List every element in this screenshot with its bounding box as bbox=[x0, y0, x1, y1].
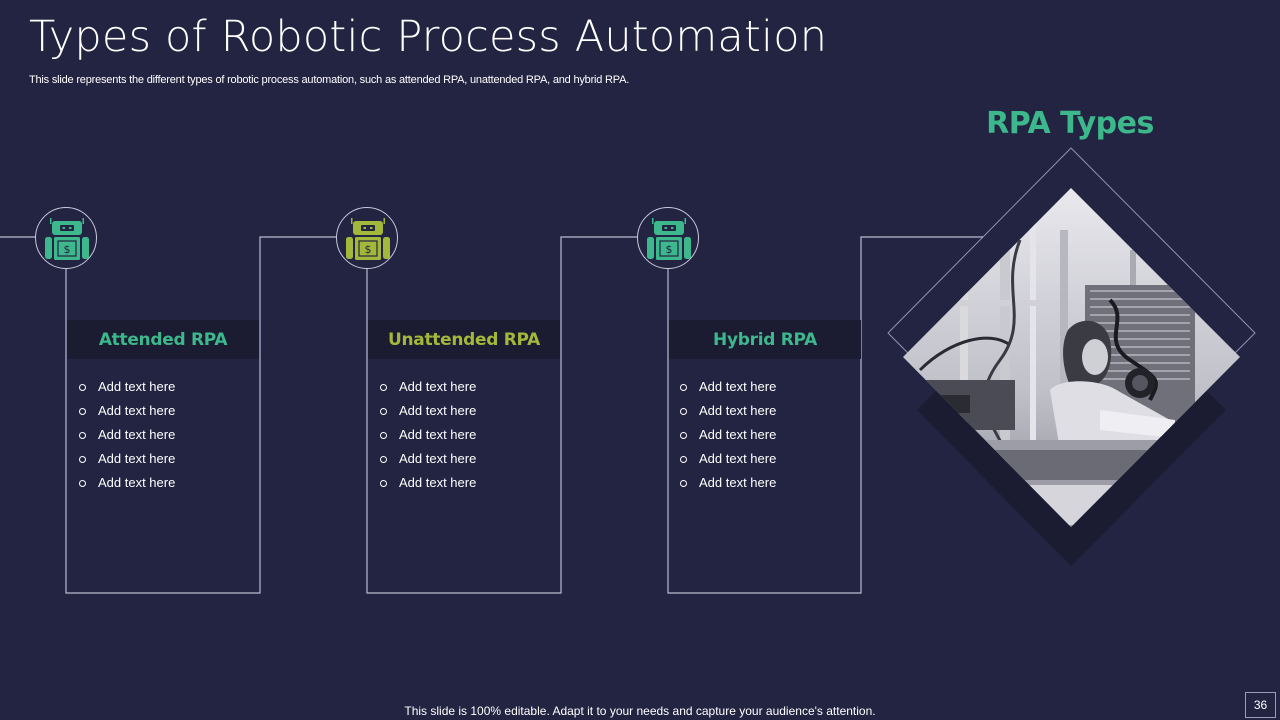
list-item: Add text here bbox=[67, 471, 257, 495]
bullet-icon bbox=[680, 431, 687, 439]
robot-dollar-icon: $ bbox=[346, 218, 390, 260]
bullet-icon bbox=[79, 383, 86, 391]
robot-dollar-icon: $ bbox=[647, 218, 691, 260]
section-heading: RPA Types bbox=[986, 106, 1154, 141]
page-number: 36 bbox=[1245, 692, 1276, 718]
list-item: Add text here bbox=[668, 399, 858, 423]
card-heading-unattended: Unattended RPA bbox=[368, 320, 560, 359]
svg-text:$: $ bbox=[666, 243, 673, 256]
list-item: Add text here bbox=[368, 375, 558, 399]
card-heading-hybrid: Hybrid RPA bbox=[669, 320, 861, 359]
bullet-icon bbox=[79, 479, 86, 487]
bullet-icon bbox=[79, 455, 86, 463]
card-heading-attended: Attended RPA bbox=[67, 320, 259, 359]
list-item: Add text here bbox=[67, 399, 257, 423]
unattended-robot-icon-circle: $ bbox=[336, 207, 398, 269]
svg-text:$: $ bbox=[64, 243, 71, 256]
page-title: Types of Robotic Process Automation bbox=[29, 12, 828, 62]
footer-note: This slide is 100% editable. Adapt it to… bbox=[404, 704, 876, 718]
attended-list: Add text here Add text here Add text her… bbox=[67, 375, 257, 495]
unattended-list: Add text here Add text here Add text her… bbox=[368, 375, 558, 495]
list-item: Add text here bbox=[67, 447, 257, 471]
list-item: Add text here bbox=[668, 423, 858, 447]
page-subtitle: This slide represents the different type… bbox=[29, 74, 630, 86]
bullet-icon bbox=[79, 431, 86, 439]
list-item: Add text here bbox=[368, 447, 558, 471]
bullet-icon bbox=[680, 383, 687, 391]
list-item: Add text here bbox=[368, 423, 558, 447]
list-item: Add text here bbox=[368, 471, 558, 495]
hybrid-robot-icon-circle: $ bbox=[637, 207, 699, 269]
robot-dollar-icon: $ bbox=[45, 218, 89, 260]
list-item: Add text here bbox=[67, 423, 257, 447]
list-item: Add text here bbox=[668, 471, 858, 495]
bullet-icon bbox=[680, 479, 687, 487]
bullet-icon bbox=[380, 479, 387, 487]
bullet-icon bbox=[380, 455, 387, 463]
bullet-icon bbox=[380, 407, 387, 415]
bullet-icon bbox=[380, 383, 387, 391]
bullet-icon bbox=[79, 407, 86, 415]
list-item: Add text here bbox=[668, 375, 858, 399]
list-item: Add text here bbox=[668, 447, 858, 471]
bullet-icon bbox=[680, 407, 687, 415]
list-item: Add text here bbox=[368, 399, 558, 423]
attended-robot-icon-circle: $ bbox=[35, 207, 97, 269]
svg-text:$: $ bbox=[365, 243, 372, 256]
hybrid-list: Add text here Add text here Add text her… bbox=[668, 375, 858, 495]
bullet-icon bbox=[380, 431, 387, 439]
bullet-icon bbox=[680, 455, 687, 463]
list-item: Add text here bbox=[67, 375, 257, 399]
